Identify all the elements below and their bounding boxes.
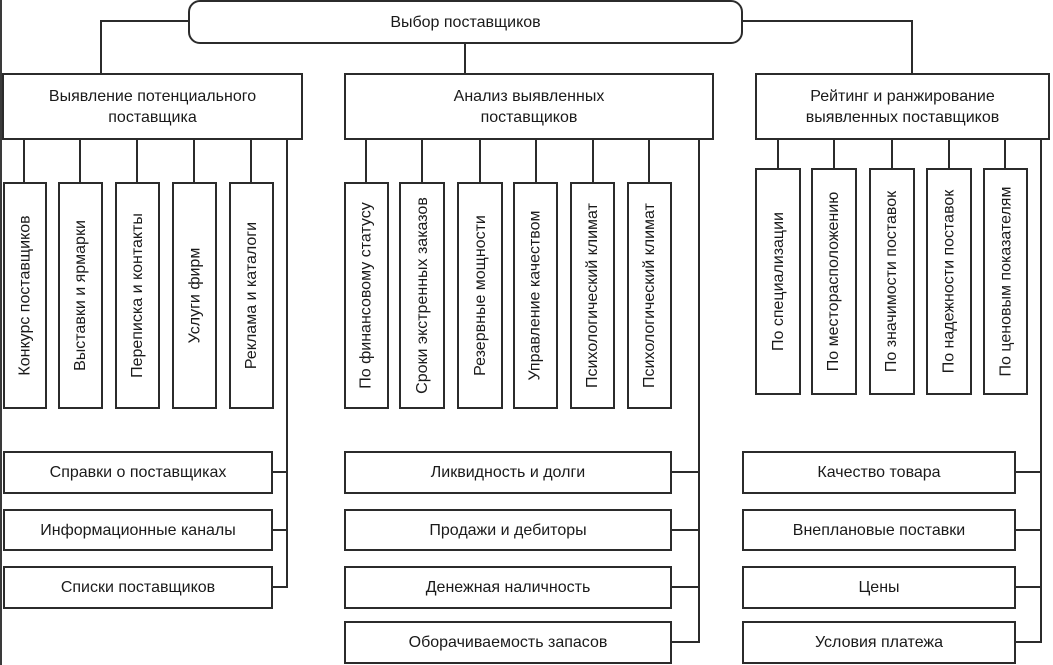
vertical-item: По месторасположению	[811, 168, 857, 395]
connector	[777, 139, 779, 168]
connector	[671, 641, 700, 643]
connector	[464, 43, 466, 73]
connector	[365, 139, 367, 182]
connector	[648, 139, 650, 182]
list-item: Ликвидность и долги	[344, 451, 672, 494]
vertical-item: По финансовому статусу	[344, 182, 389, 409]
vertical-item: По надежности поставок	[926, 168, 972, 395]
spine	[1040, 139, 1042, 643]
vertical-item-label: Реклама и каталоги	[243, 221, 261, 370]
vertical-item: Переписка и контакты	[115, 182, 160, 409]
vertical-item-label: Переписка и контакты	[129, 213, 146, 378]
branch-title: Анализ выявленных поставщиков	[453, 87, 605, 126]
list-item-label: Продажи и дебиторы	[429, 521, 587, 539]
connector	[479, 139, 481, 182]
vertical-item: Управление качеством	[513, 182, 558, 409]
list-item-label: Ликвидность и долги	[430, 464, 586, 481]
vertical-item: Психологический климат	[570, 182, 615, 409]
branch-title: Рейтинг и ранжирование выявленных постав…	[805, 87, 1000, 126]
connector	[948, 139, 950, 168]
vertical-item-label: Управление качеством	[527, 210, 545, 381]
connector	[272, 529, 288, 531]
connector	[272, 586, 288, 588]
connector	[911, 20, 913, 73]
spine	[698, 139, 700, 643]
vertical-item: По ценовым показателям	[983, 168, 1028, 395]
vertical-item-label: Конкурс поставщиков	[16, 215, 34, 376]
spine	[286, 139, 288, 588]
list-item: Цены	[742, 566, 1016, 609]
connector	[1015, 471, 1042, 473]
connector	[1015, 641, 1042, 643]
vertical-item-label: Психологический климат	[641, 203, 658, 388]
connector	[671, 586, 700, 588]
connector	[272, 471, 288, 473]
list-item-label: Списки поставщиков	[60, 579, 216, 596]
vertical-item: Услуги фирм	[172, 182, 217, 409]
list-item: Качество товара	[742, 451, 1016, 494]
connector	[79, 139, 81, 182]
list-item-label: Цены	[858, 579, 900, 596]
connector	[833, 139, 835, 168]
list-item: Оборачиваемость запасов	[344, 621, 672, 664]
connector	[23, 139, 25, 182]
vertical-item-label: Услуги фирм	[186, 247, 203, 344]
list-item-label: Качество товара	[817, 464, 941, 481]
vertical-item: По значимости поставок	[869, 168, 915, 395]
connector	[100, 20, 188, 22]
vertical-item-label: По месторасположению	[825, 191, 843, 372]
branch-analysis: Анализ выявленных поставщиков	[344, 73, 714, 140]
connector	[193, 139, 195, 182]
vertical-item-label: Выставки и ярмарки	[72, 220, 89, 371]
list-item: Денежная наличность	[344, 566, 672, 609]
list-item-label: Оборачиваемость запасов	[408, 634, 608, 651]
vertical-item: По специализации	[755, 168, 801, 395]
vertical-item-label: Психологический климат	[584, 203, 601, 388]
list-item: Продажи и дебиторы	[344, 509, 672, 551]
connector	[1015, 529, 1042, 531]
list-item-label: Условия платежа	[814, 634, 944, 651]
connector	[421, 139, 423, 182]
connector	[1015, 586, 1042, 588]
list-item: Условия платежа	[742, 621, 1016, 664]
connector	[250, 139, 252, 182]
vertical-item-label: По специализации	[769, 212, 787, 351]
list-item-label: Справки о поставщиках	[49, 464, 227, 481]
connector	[671, 471, 700, 473]
vertical-item-label: Сроки экстренных заказов	[413, 197, 431, 394]
vertical-item: Реклама и каталоги	[229, 182, 274, 409]
connector	[592, 139, 594, 182]
root-label: Выбор поставщиков	[390, 13, 541, 31]
left-edge-line	[0, 0, 2, 665]
list-item: Справки о поставщиках	[3, 451, 273, 494]
vertical-item-label: По значимости поставок	[883, 190, 901, 373]
connector	[535, 139, 537, 182]
list-item: Информационные каналы	[3, 509, 273, 551]
connector	[891, 139, 893, 168]
list-item: Списки поставщиков	[3, 566, 273, 609]
connector	[100, 20, 102, 73]
vertical-item-label: Резервные мощности	[471, 215, 489, 376]
branch-title: Выявление потенциального поставщика	[48, 87, 257, 126]
vertical-item: Психологический климат	[627, 182, 672, 409]
vertical-item: Резервные мощности	[457, 182, 503, 409]
vertical-item: Конкурс поставщиков	[3, 182, 47, 409]
vertical-item-label: По ценовым показателям	[997, 186, 1014, 377]
connector	[671, 529, 700, 531]
list-item-label: Денежная наличность	[425, 579, 591, 596]
branch-rating: Рейтинг и ранжирование выявленных постав…	[755, 73, 1050, 140]
list-item-label: Информационные каналы	[40, 521, 236, 539]
branch-identify: Выявление потенциального поставщика	[2, 73, 303, 140]
vertical-item-label: По надежности поставок	[940, 189, 958, 374]
connector	[136, 139, 138, 182]
root-node: Выбор поставщиков	[188, 0, 743, 44]
connector	[742, 20, 913, 22]
connector	[1004, 139, 1006, 168]
list-item-label: Внеплановые поставки	[792, 521, 966, 539]
list-item: Внеплановые поставки	[742, 509, 1016, 551]
vertical-item: Сроки экстренных заказов	[399, 182, 445, 409]
vertical-item-label: По финансовому статусу	[358, 202, 375, 389]
vertical-item: Выставки и ярмарки	[58, 182, 103, 409]
